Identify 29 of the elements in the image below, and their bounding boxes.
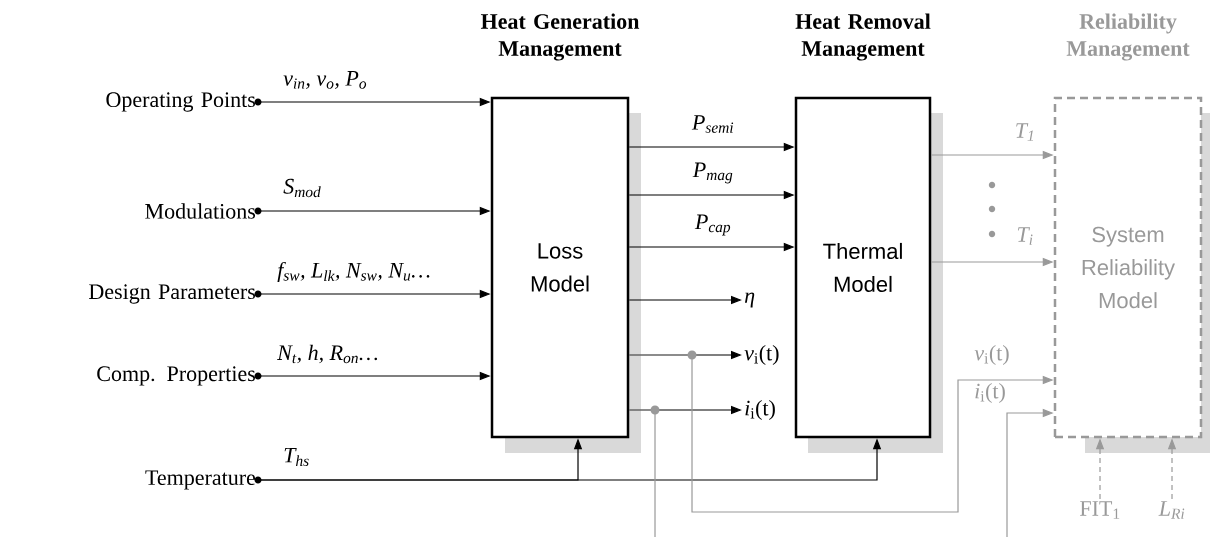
output-label: v$_{i}$(t) <box>744 345 779 365</box>
input-label: Modulations <box>145 203 255 219</box>
edge-label: f$_{sw}$, L$_{lk}$, N$_{sw}$, N$_{u}$… <box>276 260 432 284</box>
input-label: Temperature <box>145 470 256 490</box>
edge-label: v$_{i}$(t) <box>973 344 1011 366</box>
edge-label: i$_{i}$(t) <box>973 382 1007 404</box>
edge-label: N$_{t}$, h, R$_{on}$… <box>276 343 380 365</box>
edge-label: P$_{mag}$ <box>691 161 735 185</box>
edge-label: v$_{in}$, v$_{o}$, P$_{o}$ <box>282 70 369 90</box>
edge-label: T$_{i}$ <box>1015 226 1035 246</box>
input-label: FIT$_{1}$ <box>1080 501 1120 519</box>
model-box: Loss Model <box>490 96 630 439</box>
edge-label: P$_{cap}$ <box>693 213 733 237</box>
output-label: i$_{i}$(t) <box>745 400 775 420</box>
output-label: η <box>745 292 755 308</box>
edge-label: T$_{1}$ <box>1013 122 1037 142</box>
edge-label: P$_{semi}$ <box>690 114 736 134</box>
input-label: Design Parameters <box>89 284 255 304</box>
input-label: Operating Points <box>106 92 255 112</box>
edge-label: T$_{hs}$ <box>282 446 311 468</box>
input-label: Comp. Properties <box>97 366 255 386</box>
section-heading: Heat Generation Management <box>480 13 640 61</box>
edge-label: S$_{mod}$ <box>282 177 323 199</box>
model-box: Thermal Model <box>794 96 932 439</box>
input-label: L$_{Ri}$ <box>1158 501 1185 519</box>
section-heading: Reliability Management <box>1066 13 1190 61</box>
section-heading: Heat Removal Management <box>795 13 931 61</box>
arrow <box>628 405 660 537</box>
model-box: System Reliability Model <box>1053 96 1203 439</box>
